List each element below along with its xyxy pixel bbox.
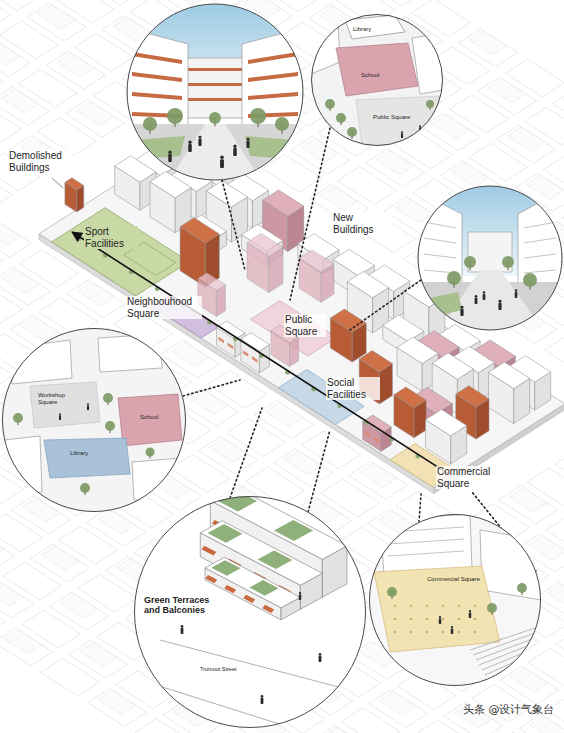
site-slab [39, 150, 564, 494]
callout-outline [127, 4, 303, 180]
terrace-building [363, 415, 392, 451]
terrace-building [241, 333, 270, 373]
callout-view [134, 487, 366, 733]
callout-circle: LibrarySchoolPublic Square [311, 14, 443, 146]
demolished-building [180, 218, 219, 287]
callout-view [369, 514, 541, 686]
callout-text: Public Square [373, 114, 410, 121]
existing-building [426, 409, 467, 464]
callout-text: Library [353, 26, 371, 33]
new-building [198, 273, 226, 317]
callout-text: Commercial Square [427, 576, 480, 583]
plan-label: Sport Facilities [84, 226, 138, 249]
callout-view [418, 186, 562, 332]
callout-text: Library [70, 450, 88, 457]
plan-label: New Buildings [332, 212, 392, 235]
callout-text: School [140, 414, 158, 421]
plan-label: Demolished Buildings [8, 150, 72, 173]
callout-outline [418, 186, 562, 330]
demolished-building-key [65, 178, 84, 212]
new-building [299, 250, 334, 302]
existing-building [489, 362, 530, 424]
callout-text: Workshop Square [38, 392, 70, 405]
main-axis-arrow [72, 232, 447, 473]
plan-label: Commercial Square [436, 466, 498, 489]
callout-text: Trumout Street [200, 666, 236, 672]
plan-label: Neighbouhood Square [126, 296, 202, 319]
callout-circle: Workshop SquareSchoolLibrary [2, 328, 186, 512]
callout-circle: Commercial Square [369, 514, 541, 686]
plan-label: Social Facilities [326, 377, 380, 400]
callout-circle: Green Terraces and BalconiesTrumout Stre… [134, 496, 366, 728]
callout-text: Green Terraces and Balconies [144, 596, 224, 616]
callout-text: School [361, 72, 379, 79]
plan-label: Public Square [284, 314, 326, 337]
street-trees [77, 236, 420, 458]
callout-view [127, 4, 303, 182]
callout-view [311, 14, 443, 146]
new-building [247, 234, 283, 293]
watermark: 头条 @设计气象台 [462, 704, 556, 717]
existing-building [115, 156, 156, 210]
demolished-building [330, 309, 366, 362]
label-leader [52, 178, 63, 188]
callout-view [2, 328, 186, 512]
demolished-building [394, 387, 426, 438]
